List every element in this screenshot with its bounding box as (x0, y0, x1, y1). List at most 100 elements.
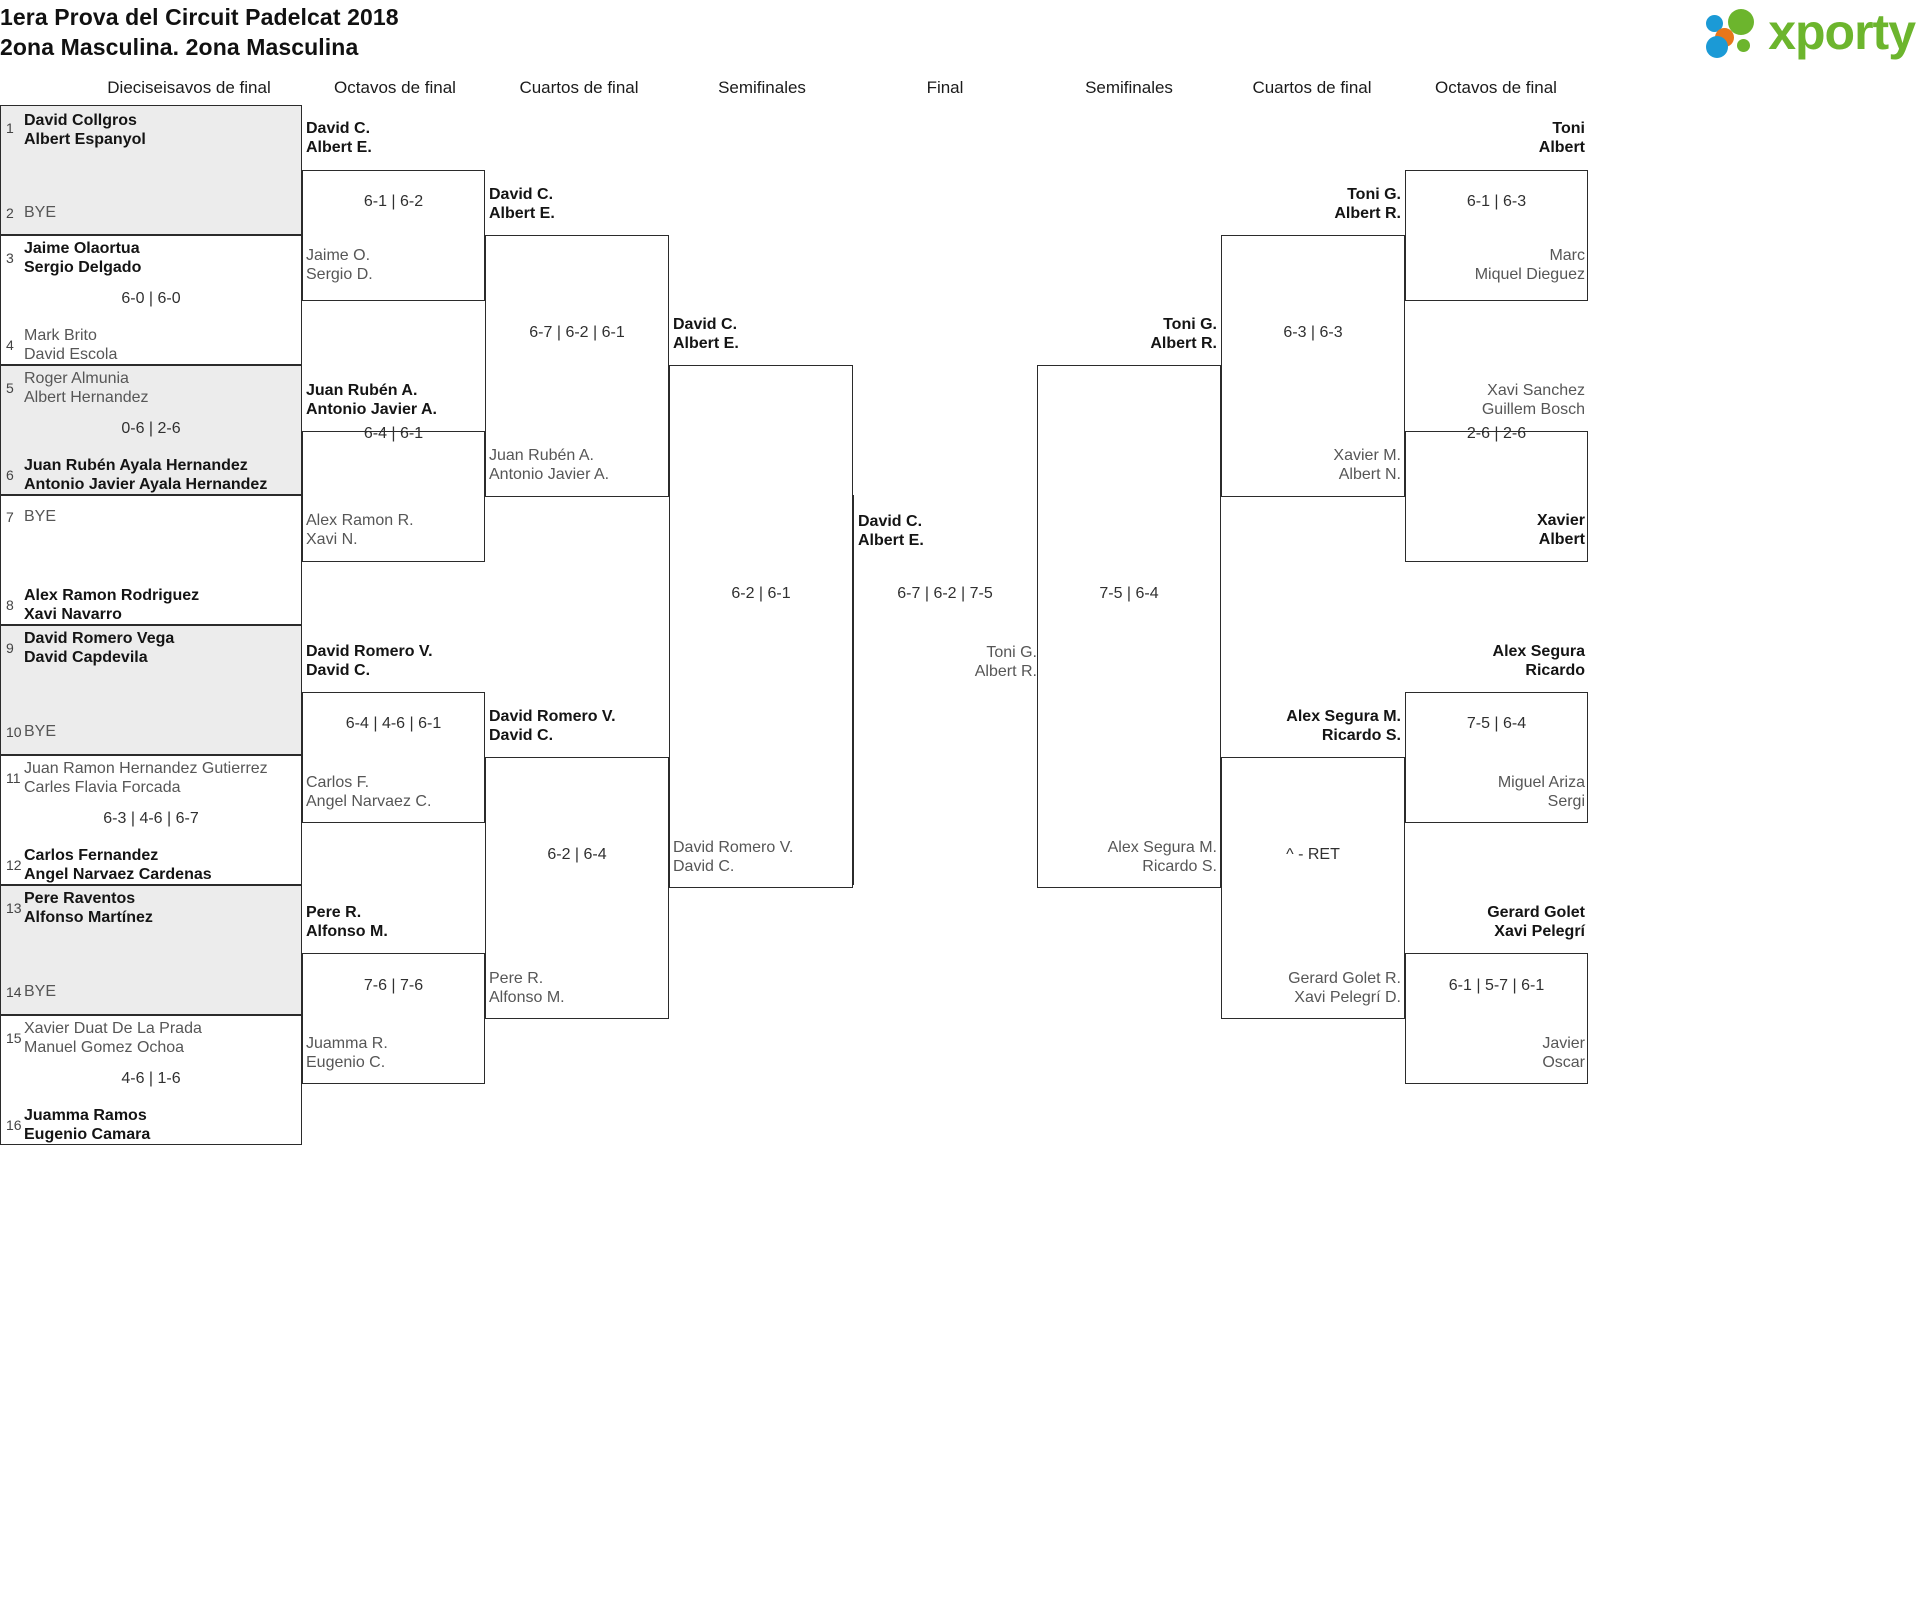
qf-right-m2-top[interactable]: Alex Segura M. Ricardo S. (1221, 707, 1401, 745)
qf-left-m2-bottom[interactable]: Pere R. Alfonso M. (489, 969, 565, 1007)
r16-entry-2[interactable]: BYE (24, 203, 56, 222)
final-top[interactable]: David C. Albert E. (858, 512, 924, 550)
player-name: Sergi (1547, 793, 1585, 810)
qf-right-box-2[interactable] (1221, 757, 1405, 1019)
qf-right-box-1[interactable] (1221, 235, 1405, 497)
round-header-cuartos-right: Cuartos de final (1252, 78, 1372, 97)
r16-entry-4[interactable]: Mark Brito David Escola (24, 326, 117, 364)
sf-right-top[interactable]: Toni G. Albert R. (1037, 315, 1217, 353)
r8-right-m2-bottom[interactable]: Xavier Albert (1405, 511, 1585, 549)
r8-right-m4-top[interactable]: Gerard Golet Xavi Pelegrí (1405, 903, 1585, 941)
r16-entry-7[interactable]: BYE (24, 507, 56, 526)
r8-right-m4-bottom[interactable]: Javier Oscar (1405, 1034, 1585, 1072)
player-name: Miquel Dieguez (1474, 266, 1585, 283)
r16-entry-16[interactable]: Juamma Ramos Eugenio Camara (24, 1106, 150, 1144)
r16-entry-6[interactable]: Juan Rubén Ayala Hernandez Antonio Javie… (24, 456, 267, 494)
seed-number: 14 (6, 984, 22, 1000)
player-name: David Romero V. (673, 839, 794, 856)
r16-block-6[interactable] (0, 755, 302, 885)
r8-left-m4-top[interactable]: Pere R. Alfonso M. (306, 903, 388, 941)
r16-entry-13[interactable]: Pere Raventos Alfonso Martínez (24, 889, 153, 927)
player-name: Alex Ramon Rodriguez (24, 587, 200, 604)
r8-right-box-4[interactable] (1405, 953, 1588, 1084)
r16-entry-8[interactable]: Alex Ramon Rodriguez Xavi Navarro (24, 586, 199, 624)
r8-left-m1-top[interactable]: David C. Albert E. (306, 119, 372, 157)
r8-right-box-2[interactable] (1405, 431, 1588, 562)
r16-entry-12[interactable]: Carlos Fernandez Angel Narvaez Cardenas (24, 846, 212, 884)
r8-left-m2-top[interactable]: Juan Rubén A. Antonio Javier A. (306, 381, 437, 419)
qf-left-box-1[interactable] (485, 235, 669, 497)
r8-right-m2-top[interactable]: Xavi Sanchez Guillem Bosch (1405, 381, 1585, 419)
r8-left-m2-bottom[interactable]: Alex Ramon R. Xavi N. (306, 511, 414, 549)
r8-left-box-2[interactable] (302, 431, 485, 562)
qf-left-m1-top[interactable]: David C. Albert E. (489, 185, 555, 223)
r16-entry-3[interactable]: Jaime Olaortua Sergio Delgado (24, 239, 141, 277)
player-name: Xavi N. (306, 531, 358, 548)
player-name: Angel Narvaez Cardenas (24, 866, 212, 883)
r8-right-box-1[interactable] (1405, 170, 1588, 301)
r8-left-m4-bottom[interactable]: Juamma R. Eugenio C. (306, 1034, 388, 1072)
r16-entry-11[interactable]: Juan Ramon Hernandez Gutierrez Carles Fl… (24, 759, 268, 797)
player-name: Albert Hernandez (24, 389, 149, 406)
player-name: Albert N. (1338, 466, 1401, 483)
sf-left-box-1[interactable] (669, 365, 853, 888)
r8-left-m3-bottom[interactable]: Carlos F. Angel Narvaez C. (306, 773, 431, 811)
player-name: Alfonso M. (306, 923, 388, 940)
r8-right-m2-score: 2-6 | 2-6 (1466, 425, 1527, 442)
player-name: Albert R. (1150, 335, 1217, 352)
final-bottom[interactable]: Toni G. Albert R. (893, 643, 1037, 681)
sf-right-box-1[interactable] (1037, 365, 1221, 888)
r8-left-box-4[interactable] (302, 953, 485, 1084)
r8-right-m1-top[interactable]: Toni Albert (1405, 119, 1585, 157)
r16-entry-1[interactable]: David Collgros Albert Espanyol (24, 111, 146, 149)
r8-right-m3-top[interactable]: Alex Segura Ricardo (1405, 642, 1585, 680)
player-name: Ricardo S. (1142, 858, 1217, 875)
tournament-title-line1: 1era Prova del Circuit Padelcat 2018 (0, 4, 399, 30)
r16-block-2[interactable] (0, 235, 302, 365)
r16-entry-10[interactable]: BYE (24, 722, 56, 741)
r8-left-m1-bottom[interactable]: Jaime O. Sergio D. (306, 246, 373, 284)
player-name: Toni G. (986, 644, 1037, 661)
page-header: 1era Prova del Circuit Padelcat 2018 2on… (0, 0, 1920, 75)
r16-entry-15[interactable]: Xavier Duat De La Prada Manuel Gomez Och… (24, 1019, 202, 1057)
r8-right-m3-bottom[interactable]: Miguel Ariza Sergi (1405, 773, 1585, 811)
qf-left-m1-bottom[interactable]: Juan Rubén A. Antonio Javier A. (489, 446, 609, 484)
qf-left-m2-top[interactable]: David Romero V. David C. (489, 707, 616, 745)
r8-right-m1-bottom[interactable]: Marc Miquel Dieguez (1405, 246, 1585, 284)
r16-block-5[interactable] (0, 625, 302, 755)
xporty-logo[interactable]: xporty (1706, 6, 1916, 58)
qf-right-m1-bottom[interactable]: Xavier M. Albert N. (1221, 446, 1401, 484)
r8-right-box-3[interactable] (1405, 692, 1588, 823)
qf-right-m2-bottom[interactable]: Gerard Golet R. Xavi Pelegrí D. (1221, 969, 1401, 1007)
player-name: Alex Segura M. (1107, 839, 1217, 856)
player-name: Antonio Javier A. (306, 401, 437, 418)
qf-left-box-2[interactable] (485, 757, 669, 1019)
sf-left-bottom[interactable]: David Romero V. David C. (673, 838, 793, 876)
player-name: Albert Espanyol (24, 131, 146, 148)
player-name: Alex Segura M. (1286, 708, 1401, 725)
player-name: Albert (1538, 531, 1585, 548)
r16-entry-14[interactable]: BYE (24, 982, 56, 1001)
r16-entry-5[interactable]: Roger Almunia Albert Hernandez (24, 369, 149, 407)
player-name: Alex Segura (1492, 643, 1585, 660)
round-header-octavos-right: Octavos de final (1435, 78, 1557, 97)
r8-left-m3-top[interactable]: David Romero V. David C. (306, 642, 433, 680)
r8-left-box-3[interactable] (302, 692, 485, 823)
player-name: Jaime Olaortua (24, 240, 140, 257)
qf-right-m1-top[interactable]: Toni G. Albert R. (1221, 185, 1401, 223)
player-name: Gerard Golet (1487, 904, 1585, 921)
r16-block-3[interactable] (0, 365, 302, 495)
r16-block-1[interactable] (0, 105, 302, 235)
sf-left-top[interactable]: David C. Albert E. (673, 315, 739, 353)
r16-entry-9[interactable]: David Romero Vega David Capdevila (24, 629, 174, 667)
r16-block-4[interactable] (0, 495, 302, 625)
player-name: Mark Brito (24, 327, 97, 344)
r16-block-7[interactable] (0, 885, 302, 1015)
sf-right-bottom[interactable]: Alex Segura M. Ricardo S. (1037, 838, 1217, 876)
seed-number: 8 (6, 597, 14, 613)
r8-left-box-1[interactable] (302, 170, 485, 301)
player-name: Eugenio C. (306, 1054, 386, 1071)
r16-block-8[interactable] (0, 1015, 302, 1145)
player-name: Xavi Pelegrí (1494, 923, 1585, 940)
player-name: Oscar (1542, 1054, 1585, 1071)
